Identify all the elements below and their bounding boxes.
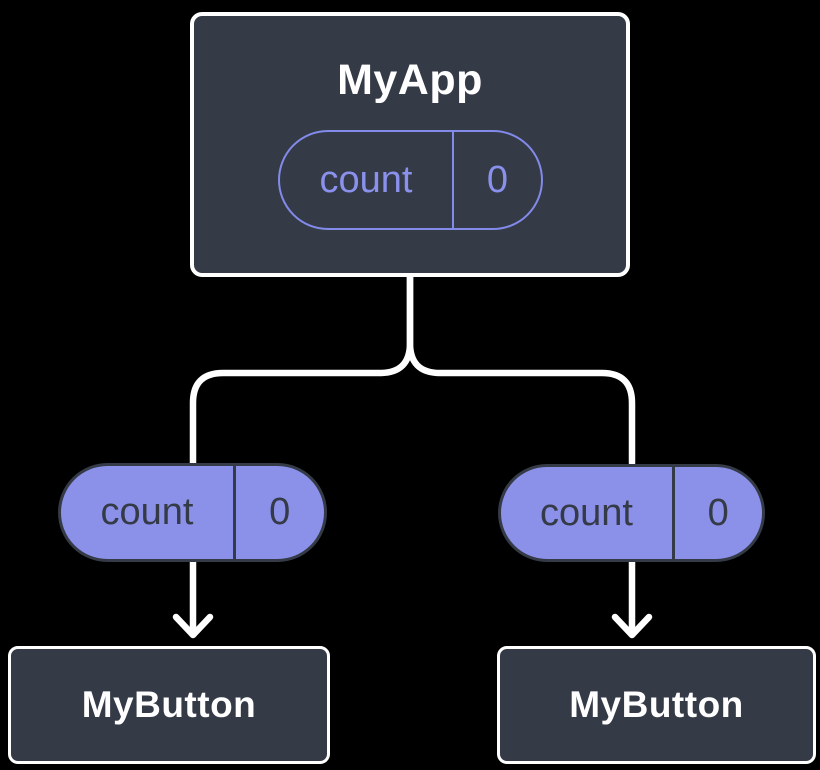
prop-pill-right-label: count <box>540 491 633 534</box>
state-pill-divider <box>452 132 454 228</box>
parent-component-box <box>190 12 630 277</box>
tree-connector-left <box>189 272 414 467</box>
prop-pill-right-value: 0 <box>707 491 729 534</box>
prop-pill-left-value: 0 <box>269 491 291 533</box>
prop-pill-left-divider <box>233 466 236 559</box>
prop-pill-right: count 0 <box>498 464 765 562</box>
child-component-box-left: MyButton <box>8 646 330 764</box>
child-component-box-right: MyButton <box>497 646 816 764</box>
arrowhead-down-right-icon <box>611 613 653 639</box>
child-component-title-right: MyButton <box>569 684 744 725</box>
parent-component-title: MyApp <box>337 56 483 104</box>
prop-pill-right-divider <box>672 467 675 559</box>
prop-pill-left: count 0 <box>58 463 327 562</box>
child-component-title-left: MyButton <box>81 684 257 725</box>
prop-pill-left-label: count <box>100 491 194 533</box>
arrowhead-down-left-icon <box>172 613 214 639</box>
state-pill-label: count <box>319 158 413 201</box>
state-pill: count 0 <box>278 130 543 230</box>
state-pill-value: 0 <box>486 158 509 201</box>
tree-connector-right <box>406 272 636 467</box>
